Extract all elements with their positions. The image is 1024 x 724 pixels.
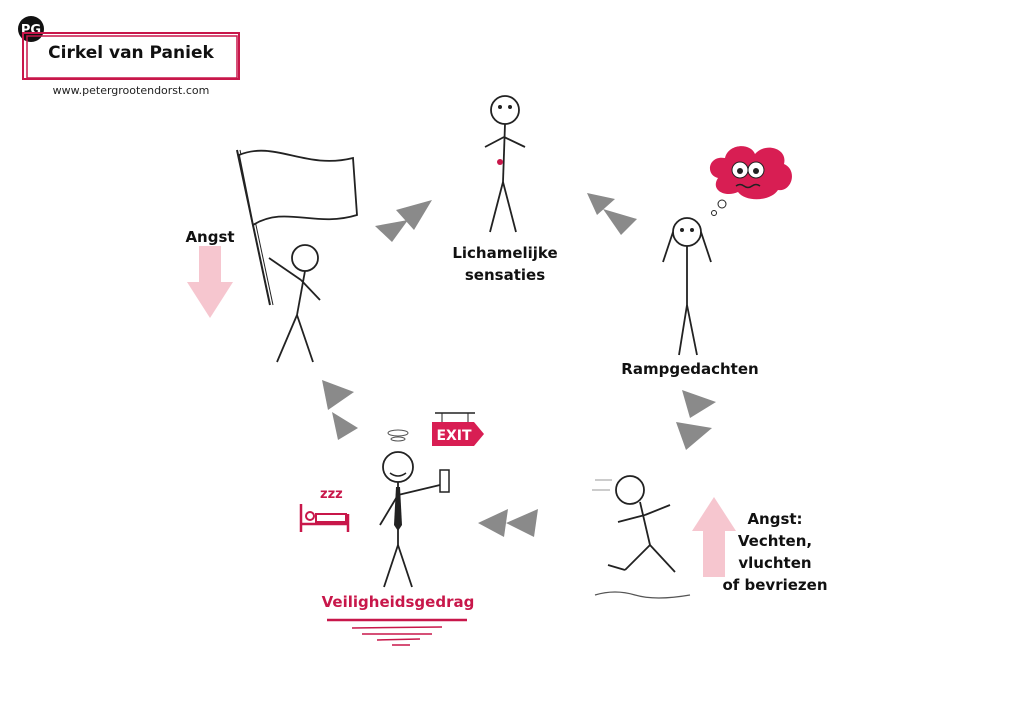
page-title: Cirkel van Paniek: [48, 43, 214, 63]
underline-scribble-icon: [327, 618, 467, 646]
svg-text:zzz: zzz: [320, 487, 343, 502]
arrow-up-icon: [692, 497, 736, 577]
website-url: www.petergrootendorst.com: [52, 84, 210, 97]
vechten-line1: Vechten, vluchten: [737, 532, 813, 572]
cycle-arrow-4-icon: [478, 509, 538, 537]
worried-thought-icon: [709, 146, 792, 216]
node-angst: Angst: [185, 228, 235, 246]
cycle-arrow-2-icon: [587, 193, 637, 235]
cycle-arrow-1-icon: [375, 200, 432, 242]
relaxed-figure-icon: [379, 429, 450, 588]
bed-icon: zzz: [299, 487, 350, 532]
title-box: Cirkel van Paniek: [20, 30, 242, 82]
svg-text:PG: PG: [21, 23, 41, 38]
vechten-line2: of bevriezen: [722, 576, 828, 594]
scared-figure-icon: [662, 217, 712, 356]
exit-sign-icon: EXIT: [432, 412, 484, 446]
svg-text:EXIT: EXIT: [436, 428, 472, 444]
running-figure-icon: [592, 475, 691, 599]
cycle-arrow-3-icon: [676, 390, 716, 450]
arrow-down-icon: [187, 246, 233, 318]
node-veiligheidsgedrag: Veiligheidsgedrag: [321, 593, 475, 611]
cycle-arrow-5-icon: [322, 380, 358, 440]
node-sensaties: Lichamelijke sensaties: [452, 244, 558, 284]
node-rampgedachten: Rampgedachten: [621, 360, 759, 378]
flag-figure-icon: [236, 149, 358, 363]
node-vechten: Angst: Vechten, vluchten of bevriezen: [700, 508, 850, 596]
chest-pain-figure-icon: [484, 95, 526, 233]
vechten-title: Angst:: [747, 510, 803, 528]
